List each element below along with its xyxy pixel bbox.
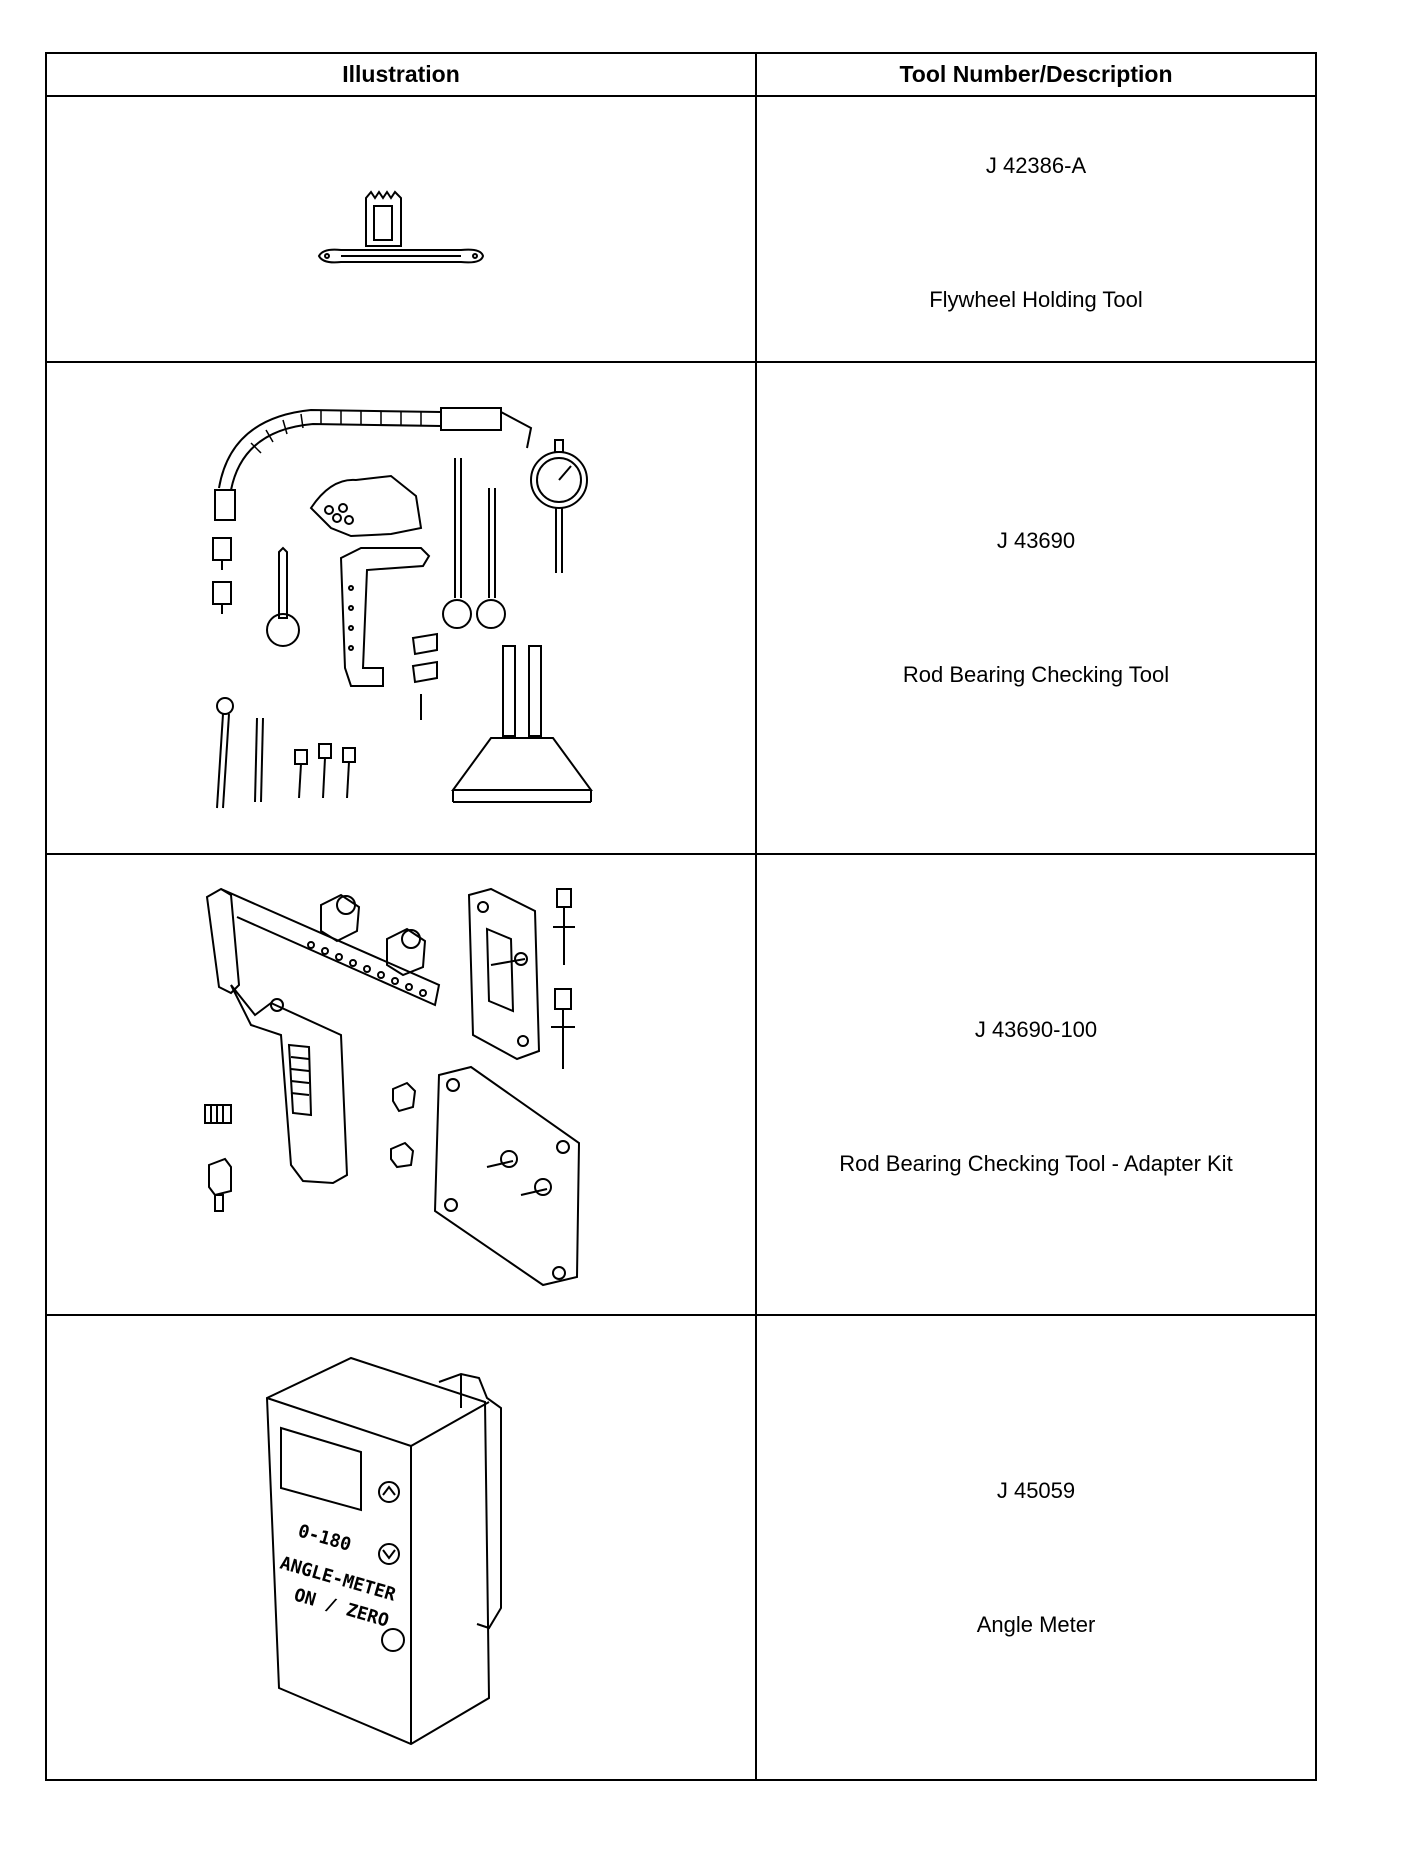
description-cell: J 43690-100 Rod Bearing Checking Tool - …	[757, 855, 1317, 1316]
tool-table: Illustration Tool Number/Description	[45, 52, 1317, 1781]
illustration-cell	[47, 855, 757, 1316]
illustration-cell: 0-180 ANGLE-METER ON / ZERO	[47, 1316, 757, 1781]
illustration-cell	[47, 97, 757, 363]
description-cell: J 43690 Rod Bearing Checking Tool	[757, 363, 1317, 855]
tool-number: J 43690-100	[974, 1017, 1098, 1042]
tool-description: Rod Bearing Checking Tool - Adapter Kit	[839, 1151, 1233, 1176]
tool-description: Rod Bearing Checking Tool	[902, 662, 1170, 687]
rod-bearing-checking-tool-icon	[191, 398, 611, 818]
tool-number: J 45059	[996, 1478, 1076, 1503]
table-row: J 43690 Rod Bearing Checking Tool	[47, 363, 1317, 855]
tool-number: J 43690	[996, 528, 1076, 553]
tool-description: Angle Meter	[976, 1612, 1096, 1637]
flywheel-holding-tool-icon	[311, 184, 491, 274]
header-tool-number-description: Tool Number/Description	[757, 54, 1317, 97]
adapter-kit-icon	[191, 875, 611, 1295]
table-row: J 43690-100 Rod Bearing Checking Tool - …	[47, 855, 1317, 1316]
tool-number: J 42386-A	[985, 153, 1087, 178]
table-row: 0-180 ANGLE-METER ON / ZERO J 45059 Angl…	[47, 1316, 1317, 1781]
angle-meter-range-label: 0-180	[296, 1520, 354, 1555]
tool-description: Flywheel Holding Tool	[929, 287, 1143, 312]
angle-meter-icon: 0-180 ANGLE-METER ON / ZERO	[261, 1348, 541, 1748]
description-cell: J 45059 Angle Meter	[757, 1316, 1317, 1781]
header-row: Illustration Tool Number/Description	[47, 54, 1317, 97]
table-row: J 42386-A Flywheel Holding Tool	[47, 97, 1317, 363]
illustration-cell	[47, 363, 757, 855]
description-cell: J 42386-A Flywheel Holding Tool	[757, 97, 1317, 363]
header-illustration: Illustration	[47, 54, 757, 97]
